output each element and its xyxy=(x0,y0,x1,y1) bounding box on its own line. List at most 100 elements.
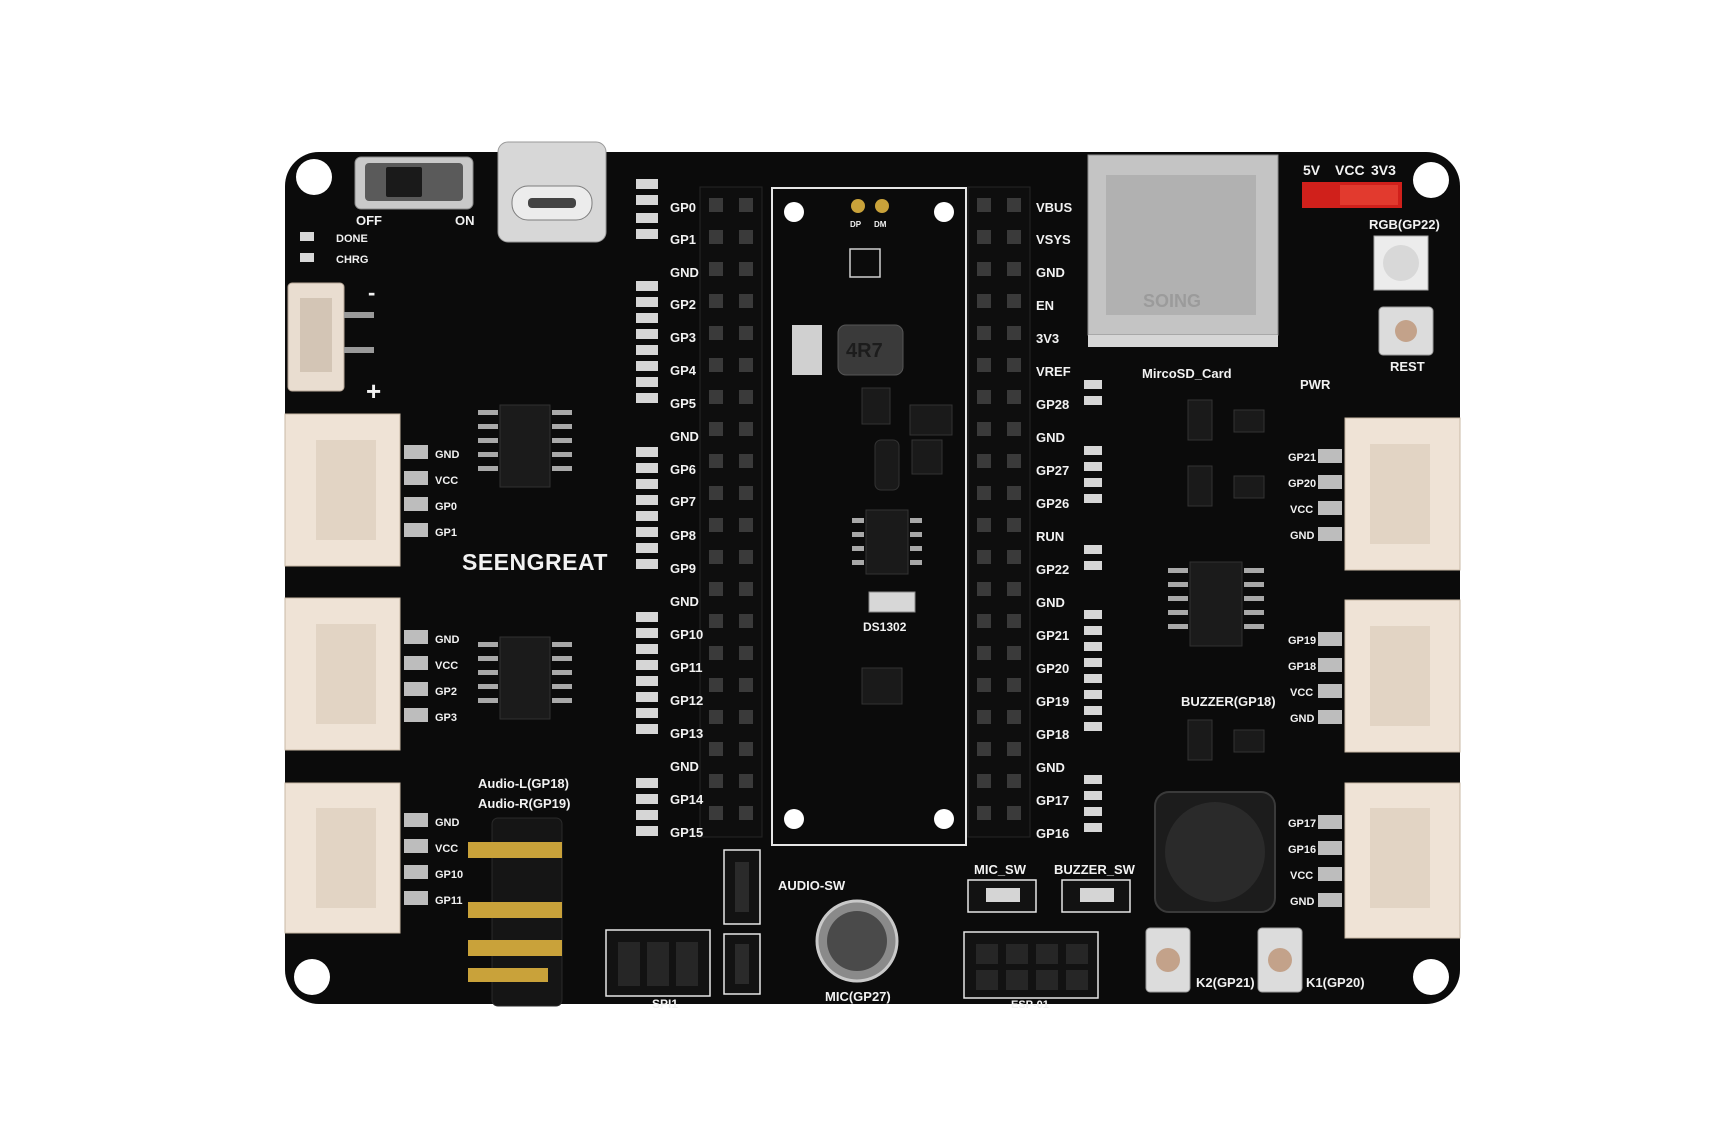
grove-l3-gp10: GP10 xyxy=(435,869,463,881)
buzzer-sw-jumper[interactable] xyxy=(1061,879,1131,913)
grove-r2-gp19: GP19 xyxy=(1288,635,1316,647)
spi-header xyxy=(605,929,711,997)
grove-r3-gp17: GP17 xyxy=(1288,818,1316,830)
center-chips xyxy=(861,387,953,705)
chrg-led-label: CHRG xyxy=(336,254,368,266)
battery-plus-label: + xyxy=(366,376,381,406)
battery-minus-label: - xyxy=(368,280,375,305)
inductor xyxy=(792,324,904,376)
buzzer-label: BUZZER(GP18) xyxy=(1181,694,1276,709)
grove-r1-gnd: GND xyxy=(1290,530,1315,542)
grove-l1-gp1: GP1 xyxy=(435,527,457,539)
grove-l2-vcc: VCC xyxy=(435,660,458,672)
grove-l1-gp0: GP0 xyxy=(435,501,457,513)
pcb-board xyxy=(285,152,1460,1004)
esp-01-header xyxy=(963,931,1099,999)
power-switch[interactable] xyxy=(354,156,474,210)
mic-label: MIC(GP27) xyxy=(825,989,891,1004)
grove-l3-gnd: GND xyxy=(435,817,460,829)
center-chip-pins xyxy=(852,518,922,565)
reset-label: REST xyxy=(1390,359,1425,374)
left-grove-pads xyxy=(404,445,428,905)
grove-r3-gnd: GND xyxy=(1290,896,1315,908)
sd-chip-text: SOING xyxy=(1143,291,1201,311)
left-header-labels: GP0 GP1 GND GP2 GP3 GP4 GP5 GND GP6 GP7 … xyxy=(670,200,704,840)
grove-r3-vcc: VCC xyxy=(1290,870,1313,882)
done-led-label: DONE xyxy=(336,233,368,245)
k1-button[interactable] xyxy=(1257,927,1303,993)
grove-r2-gp18: GP18 xyxy=(1288,661,1316,673)
grove-r3-gp16: GP16 xyxy=(1288,844,1316,856)
ic-pins-right xyxy=(1168,568,1264,629)
ic-chip-upper-left xyxy=(499,404,551,488)
left-grove-connector-2 xyxy=(284,597,401,751)
voltage-select-jumper[interactable] xyxy=(1302,182,1402,208)
left-header-label-gp0: GP0 xyxy=(670,200,696,215)
k2-button[interactable] xyxy=(1145,927,1191,993)
grove-r1-vcc: VCC xyxy=(1290,504,1313,516)
mic-sw-label: MIC_SW xyxy=(974,862,1027,877)
right-header-label-gp16: GP16 xyxy=(1036,826,1069,841)
power-led-label: PWR xyxy=(1300,377,1331,392)
right-grove-connector-1 xyxy=(1344,417,1461,571)
grove-l1-gnd: GND xyxy=(435,449,460,461)
microsd-slot xyxy=(1087,154,1279,347)
left-header-label-gnd-3: GND xyxy=(670,594,699,609)
voltage-label-vcc: VCC xyxy=(1335,162,1365,178)
audio-sw-jumper[interactable] xyxy=(723,849,761,925)
right-grove-connector-3 xyxy=(1344,782,1461,939)
microphone xyxy=(815,899,899,983)
right-mosfets xyxy=(1187,399,1265,761)
left-header-label-gp11: GP11 xyxy=(670,660,703,675)
left-header-label-gp7: GP7 xyxy=(670,494,696,509)
voltage-label-5v: 5V xyxy=(1303,162,1321,178)
ic-chip-right xyxy=(1189,561,1243,647)
left-header-label-gp12: GP12 xyxy=(670,693,703,708)
buzzer xyxy=(1154,791,1276,913)
audio-right-label: Audio-R(GP19) xyxy=(478,796,570,811)
grove-r2-gnd: GND xyxy=(1290,713,1315,725)
buzzer-sw-label: BUZZER_SW xyxy=(1054,862,1136,877)
right-header-label-gp18: GP18 xyxy=(1036,727,1069,742)
usb-dm-label: DM xyxy=(874,220,887,229)
center-module xyxy=(771,187,967,846)
right-header-label-gp28: GP28 xyxy=(1036,397,1069,412)
status-leds xyxy=(300,232,314,262)
right-header-label-gnd-3: GND xyxy=(1036,595,1065,610)
grove-r1-gp21: GP21 xyxy=(1288,452,1316,464)
mic-sw-jumper[interactable] xyxy=(967,879,1037,913)
grove-l2-gp3: GP3 xyxy=(435,712,457,724)
audio-sw-jumper-2[interactable] xyxy=(723,933,761,995)
left-pin-header xyxy=(699,186,763,838)
grove-l2-gnd: GND xyxy=(435,634,460,646)
left-header-pads xyxy=(636,179,658,836)
mounting-holes xyxy=(294,159,1449,995)
left-header-label-gp1: GP1 xyxy=(670,232,696,247)
audio-jack xyxy=(468,817,563,1007)
ic-chip-lower-left xyxy=(499,636,551,720)
switch-off-label: OFF xyxy=(356,213,382,228)
left-header-label-gp6: GP6 xyxy=(670,462,696,477)
left-header-label-gp3: GP3 xyxy=(670,330,696,345)
brand-logo: SEENGREAT xyxy=(462,549,608,575)
left-grove-connector-1 xyxy=(284,413,401,567)
usb-dp-label: DP xyxy=(850,220,862,229)
right-header-label-gp19: GP19 xyxy=(1036,694,1069,709)
k2-button-label: K2(GP21) xyxy=(1196,975,1255,990)
right-header-label-vbus: VBUS xyxy=(1036,200,1072,215)
grove-l1-vcc: VCC xyxy=(435,475,458,487)
reset-button[interactable] xyxy=(1378,306,1434,356)
right-header-label-gp17: GP17 xyxy=(1036,793,1069,808)
voltage-label-3v3: 3V3 xyxy=(1371,162,1396,178)
right-header-labels: VBUS VSYS GND EN 3V3 VREF GP28 GND GP27 … xyxy=(1036,200,1072,841)
esp-01-label: ESP-01 xyxy=(1011,999,1049,1011)
grove-l2-gp2: GP2 xyxy=(435,686,457,698)
left-header-label-gp15: GP15 xyxy=(670,825,703,840)
right-header-label-vref: VREF xyxy=(1036,364,1071,379)
inductor-marking: 4R7 xyxy=(846,340,883,362)
switch-on-label: ON xyxy=(455,213,475,228)
right-header-pads xyxy=(1084,380,1102,832)
right-pin-header xyxy=(967,186,1031,838)
right-grove-connector-2 xyxy=(1344,599,1461,753)
